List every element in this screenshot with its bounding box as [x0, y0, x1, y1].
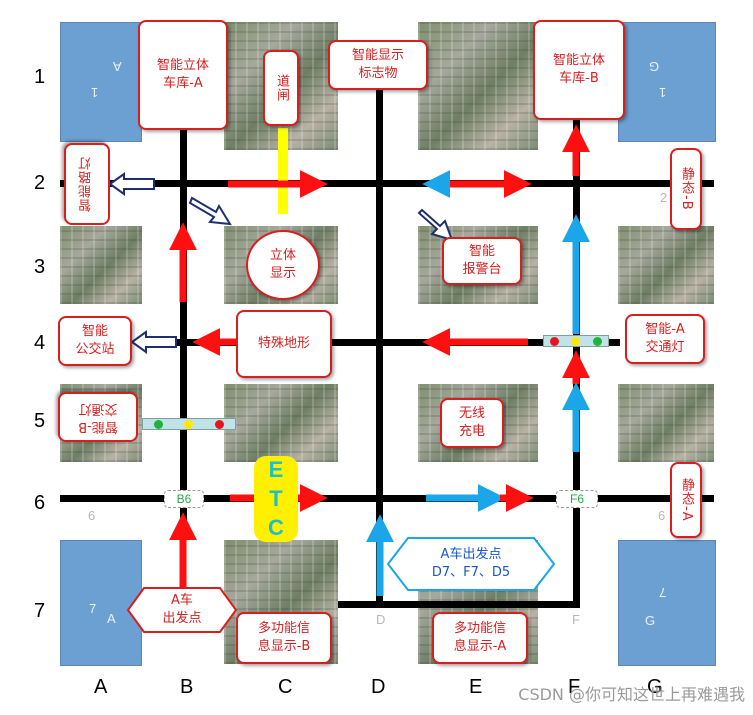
garage-a-box[interactable]: 智能立体 车库-A	[138, 20, 228, 130]
traffic-light-b-box[interactable]: 智能-B 交通灯	[58, 392, 138, 442]
traffic-light-b-red	[215, 419, 225, 429]
alarm-box[interactable]: 智能 报警台	[442, 237, 522, 285]
traffic-light-a-yellow	[571, 336, 581, 346]
watermark: CSDN @你可知这世上再难遇我	[518, 685, 745, 704]
row-label-1: 1	[34, 66, 46, 88]
special-terrain-box[interactable]: 特殊地形	[236, 310, 332, 378]
pointer-arrow-street-light	[108, 172, 155, 196]
start-points-list-text: A车出发点 D7、F7、D5	[431, 547, 511, 580]
water-zone-a7-letter: A	[107, 611, 116, 626]
traffic-light-a-bar	[543, 335, 609, 347]
display-sign-box[interactable]: 智能显示 标志物	[328, 40, 428, 90]
city-block-a3	[60, 226, 142, 304]
wireless-charging-box[interactable]: 无线 充电	[440, 398, 504, 448]
road-row-4	[160, 339, 620, 346]
col-label-c: C	[278, 676, 293, 698]
col-label-f: F	[568, 676, 581, 698]
col-label-b: B	[180, 676, 194, 698]
start-points-list-hexagon[interactable]: A车出发点 D7、F7、D5	[386, 536, 556, 592]
ghost-label-d7: D	[376, 612, 386, 627]
city-block-e1	[418, 22, 538, 150]
row-label-5: 5	[34, 410, 46, 432]
traffic-light-b-bar	[142, 418, 236, 430]
start-point-a-hexagon-shape	[126, 587, 238, 633]
smart-street-light-box[interactable]: 智能路灯	[64, 143, 110, 225]
road-col-b	[180, 130, 187, 530]
static-b-box[interactable]: 静态-B	[670, 148, 702, 230]
start-point-a-text: A车 出发点	[162, 593, 202, 626]
stereo-display-box[interactable]: 立体 显示	[246, 230, 320, 300]
pointer-arrow-stereo-display	[188, 196, 232, 226]
node-b6[interactable]: B6	[164, 490, 204, 508]
col-label-e: E	[469, 676, 483, 698]
water-zone-g7: 7 G	[618, 540, 716, 666]
etc-letter-c: C	[268, 514, 284, 540]
gate-bar	[278, 128, 288, 214]
info-display-b-box[interactable]: 多功能信 息显示-B	[236, 612, 332, 664]
start-point-a-hexagon[interactable]: A车 出发点	[126, 586, 238, 634]
static-a-box[interactable]: 静态-A	[670, 462, 702, 538]
traffic-light-a-box[interactable]: 智能-A 交通灯	[625, 314, 705, 364]
row-label-7: 7	[34, 600, 46, 622]
traffic-light-b-yellow	[184, 419, 194, 429]
road-row-2	[60, 180, 714, 187]
ghost-label-g2: 2	[660, 190, 668, 205]
row-label-4: 4	[34, 332, 46, 354]
traffic-light-a-red	[550, 336, 560, 346]
etc-letter-t: T	[269, 485, 283, 511]
row-label-2: 2	[34, 172, 46, 194]
traffic-light-b-green	[153, 419, 163, 429]
city-block-c5	[224, 384, 338, 462]
col-label-d: D	[371, 676, 386, 698]
road-col-d	[376, 90, 383, 604]
col-label-g: G	[647, 676, 663, 698]
row-label-3: 3	[34, 256, 46, 278]
start-points-list-hexagon-shape	[386, 537, 556, 591]
bus-station-box[interactable]: 智能 公交站	[58, 316, 132, 366]
ghost-label-a6: 6	[88, 508, 96, 523]
info-display-a-box[interactable]: 多功能信 息显示-A	[432, 612, 528, 664]
etc-letter-e: E	[268, 457, 284, 483]
road-row-6	[60, 495, 714, 502]
road-row-7	[338, 601, 578, 608]
col-label-a: A	[94, 676, 108, 698]
ghost-label-f7: F	[572, 612, 580, 627]
water-zone-a1: A 1	[60, 22, 142, 142]
gate-box[interactable]: 道闸	[263, 50, 299, 126]
node-f6[interactable]: F6	[556, 490, 598, 508]
water-zone-g7-letter: G	[645, 613, 656, 628]
etc-gate: E T C	[254, 456, 298, 542]
water-zone-a7-number: 7	[89, 601, 97, 616]
garage-b-box[interactable]: 智能立体 车库-B	[533, 20, 625, 120]
city-block-g5	[618, 384, 714, 462]
traffic-light-a-green	[592, 336, 602, 346]
pointer-arrow-bus-station	[130, 330, 177, 354]
pointer-arrow-alarm	[417, 208, 454, 242]
water-zone-g1: G 1	[618, 22, 716, 142]
city-block-g3	[618, 226, 714, 304]
ghost-label-g6: 6	[658, 508, 666, 523]
row-label-6: 6	[34, 492, 46, 514]
water-zone-a7: 7 A	[60, 540, 142, 666]
